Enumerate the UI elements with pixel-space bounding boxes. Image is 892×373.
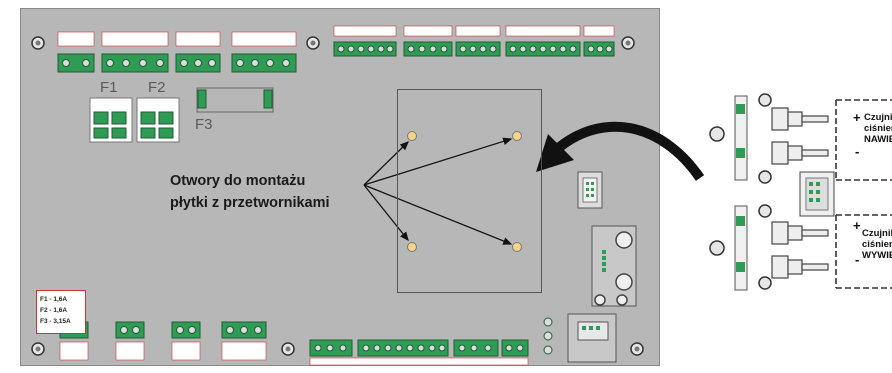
mounting-plate — [397, 89, 542, 293]
plus-sign-top: + — [853, 110, 861, 125]
mounting-annotation: Otwory do montażu płytki z przetwornikam… — [170, 170, 360, 214]
fuse-ratings-box: F1 - 1,6A F2 - 1,6A F3 - 3,15A — [36, 290, 86, 334]
top-left-terminals — [57, 31, 297, 73]
sensor-exhaust-line-2: ciśnienia — [862, 239, 892, 250]
minus-sign-bottom: - — [855, 252, 860, 267]
bottom-left-terminals — [59, 321, 267, 361]
fuse-rating-f1: F1 - 1,6A — [40, 296, 68, 303]
fuse-label-f3: F3 — [195, 116, 213, 133]
minus-sign-top: - — [855, 144, 860, 159]
screw-holes — [31, 36, 644, 356]
fuse-holder-f3 — [196, 87, 274, 113]
inset-details — [709, 93, 892, 291]
board-connectors — [543, 171, 637, 363]
fuse-label-f1: F1 — [100, 79, 118, 96]
fuse-rating-f2: F2 - 1,6A — [40, 307, 68, 314]
pointer-arrows — [363, 137, 513, 245]
sensor-exhaust-line-3: WYWIEW — [862, 250, 892, 261]
sensor-exhaust-line-1: Czujnik — [862, 228, 892, 239]
annotation-line-1: Otwory do montażu — [170, 173, 306, 189]
fuse-rating-f3: F3 - 3,15A — [40, 318, 71, 325]
sensor-label-exhaust: Czujnik ciśnienia WYWIEW — [838, 228, 892, 261]
fuse-holders — [89, 97, 180, 143]
top-right-terminals — [333, 25, 615, 57]
sensor-supply-line-1: Czujnik — [864, 112, 892, 123]
mounting-holes — [407, 131, 522, 252]
plus-sign-bottom: + — [853, 218, 861, 233]
curved-arrow — [552, 121, 705, 181]
annotation-line-2: płytki z przetwornikami — [170, 195, 330, 211]
sensor-supply-line-2: ciśnienia — [864, 123, 892, 134]
sensor-supply-line-3: NAWIEW — [864, 134, 892, 145]
bottom-middle-terminals — [309, 339, 529, 366]
curved-arrow-head — [536, 134, 574, 172]
fuse-label-f2: F2 — [148, 79, 166, 96]
sensor-label-supply: Czujnik ciśnienia NAWIEW — [838, 112, 892, 145]
